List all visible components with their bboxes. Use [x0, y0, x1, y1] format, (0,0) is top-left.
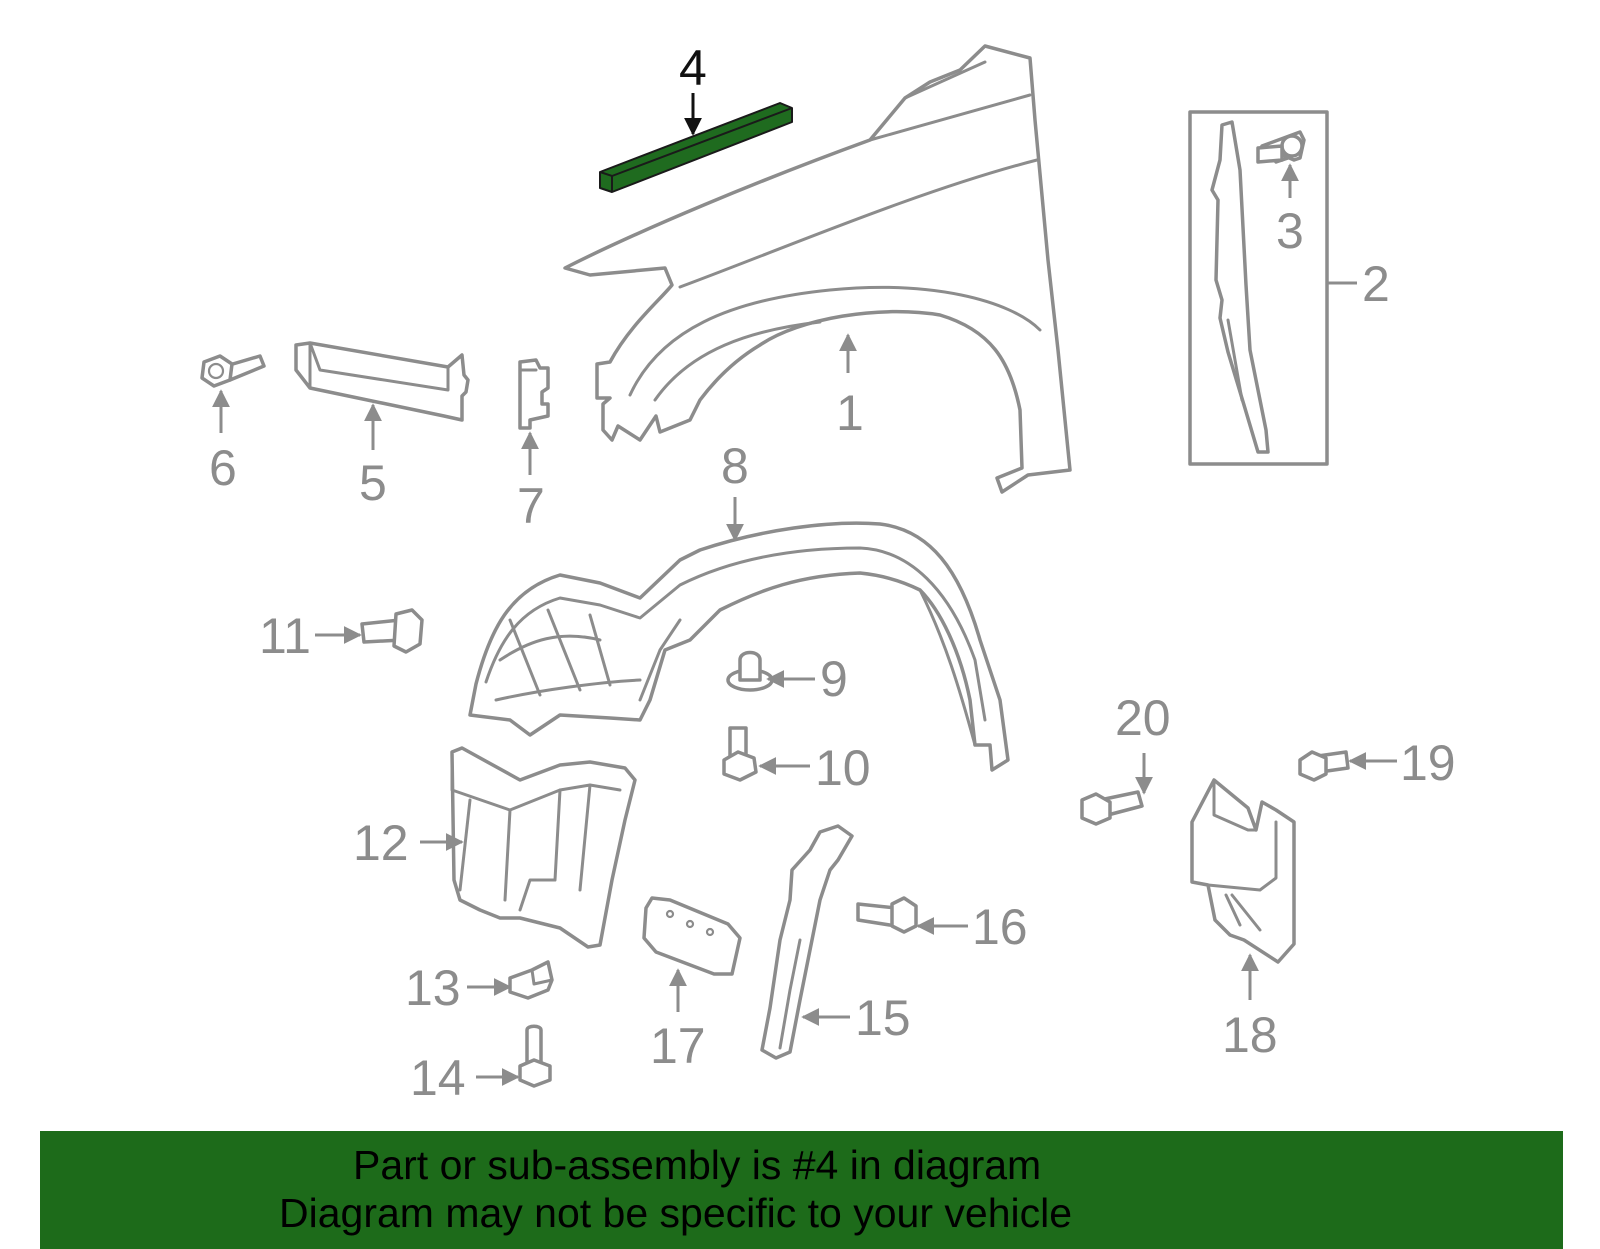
callout-4: 4 [679, 40, 707, 96]
callout-10: 10 [815, 740, 871, 796]
part-19-screw[interactable] [1298, 750, 1350, 782]
callout-6: 6 [209, 440, 237, 496]
callout-18: 18 [1222, 1007, 1278, 1063]
callout-20: 20 [1115, 690, 1171, 746]
info-banner: Part or sub-assembly is #4 in diagram Di… [40, 1131, 1563, 1249]
callout-17: 17 [650, 1018, 706, 1074]
callout-7: 7 [517, 478, 545, 534]
part-12-splash-shield[interactable] [450, 746, 637, 949]
callout-labels: 1 2 3 4 5 6 7 8 9 10 11 12 13 14 15 16 1… [209, 40, 1456, 1106]
callout-16: 16 [972, 899, 1028, 955]
part-18-mud-flap[interactable] [1190, 778, 1296, 964]
callout-5: 5 [359, 455, 387, 511]
part-6-bolt[interactable] [200, 354, 266, 388]
callout-14: 14 [410, 1050, 466, 1106]
part-16-bolt[interactable] [856, 896, 918, 934]
part-3-bolt[interactable] [1256, 130, 1306, 164]
part-7-clip[interactable] [518, 358, 550, 430]
part-15-seal[interactable] [760, 824, 854, 1060]
part-5-bracket[interactable] [294, 341, 470, 422]
part-8-fender-liner[interactable] [468, 521, 1010, 772]
part-9-clip[interactable] [726, 650, 774, 692]
banner-line-2: Diagram may not be specific to your vehi… [279, 1190, 1073, 1236]
callout-8: 8 [721, 438, 749, 494]
callout-2: 2 [1362, 256, 1390, 312]
callout-11: 11 [259, 608, 311, 664]
part-10-bolt[interactable] [722, 726, 758, 782]
part-14-bolt[interactable] [518, 1024, 552, 1088]
callout-19: 19 [1400, 735, 1456, 791]
part-13-nut[interactable] [508, 960, 554, 1000]
part-2-bracket-box[interactable] [1188, 110, 1329, 466]
callout-13: 13 [405, 960, 461, 1016]
callout-3: 3 [1276, 203, 1304, 259]
part-11-bolt[interactable] [360, 608, 424, 654]
leader-arrows [212, 93, 1397, 1086]
callout-9: 9 [820, 651, 848, 707]
banner-line-1: Part or sub-assembly is #4 in diagram [353, 1142, 1042, 1188]
callout-15: 15 [855, 990, 911, 1046]
part-17-pad[interactable] [642, 896, 742, 976]
callout-1: 1 [836, 385, 864, 441]
part-4-seal-highlighted[interactable] [599, 102, 793, 193]
part-20-bolt[interactable] [1080, 790, 1144, 826]
part-1-fender[interactable] [563, 44, 1072, 494]
callout-12: 12 [353, 815, 409, 871]
